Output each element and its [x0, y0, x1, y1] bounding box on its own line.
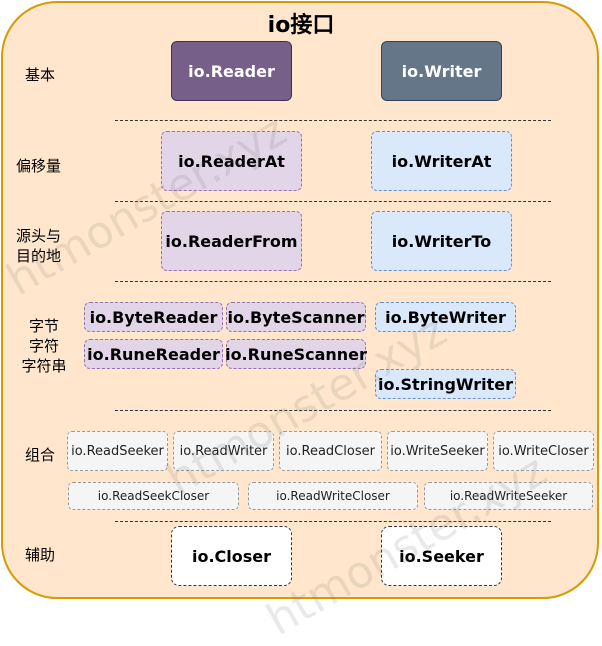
- io-seeker-box: io.Seeker: [381, 526, 502, 586]
- io-writer-box: io.Writer: [381, 41, 502, 101]
- io-reader-at-box: io.ReaderAt: [161, 131, 302, 191]
- io-read-seeker-box: io.ReadSeeker: [67, 431, 168, 471]
- io-reader-from-box: io.ReaderFrom: [161, 211, 302, 271]
- category-basic: 基本: [25, 66, 56, 84]
- category-auxiliary: 辅助: [25, 546, 56, 564]
- io-writer-to-box: io.WriterTo: [371, 211, 512, 271]
- divider: [115, 521, 551, 522]
- io-read-write-closer-box: io.ReadWriteCloser: [248, 482, 418, 510]
- io-write-closer-box: io.WriteCloser: [493, 431, 594, 471]
- io-rune-scanner-box: io.RuneScanner: [225, 339, 367, 369]
- diagram-title: io接口: [267, 13, 335, 38]
- divider: [115, 120, 551, 121]
- category-combination: 组合: [25, 446, 56, 464]
- io-write-seeker-box: io.WriteSeeker: [387, 431, 488, 471]
- category-offset: 偏移量: [16, 157, 62, 175]
- io-rune-reader-box: io.RuneReader: [84, 339, 223, 369]
- divider: [115, 281, 551, 282]
- io-string-writer-box: io.StringWriter: [375, 369, 516, 399]
- io-read-closer-box: io.ReadCloser: [279, 431, 382, 471]
- io-byte-reader-box: io.ByteReader: [84, 302, 223, 332]
- category-source-destination: 源头与 目的地: [16, 227, 62, 265]
- io-reader-box: io.Reader: [171, 41, 292, 101]
- io-read-write-seeker-box: io.ReadWriteSeeker: [424, 482, 593, 510]
- divider: [115, 410, 551, 411]
- category-byte-char-string: 字节 字符 字符串: [21, 317, 67, 375]
- divider: [115, 201, 551, 202]
- io-read-writer-box: io.ReadWriter: [173, 431, 274, 471]
- io-read-seek-closer-box: io.ReadSeekCloser: [68, 482, 239, 510]
- io-byte-scanner-box: io.ByteScanner: [226, 302, 366, 332]
- io-byte-writer-box: io.ByteWriter: [375, 302, 516, 332]
- io-closer-box: io.Closer: [171, 526, 292, 586]
- io-writer-at-box: io.WriterAt: [371, 131, 512, 191]
